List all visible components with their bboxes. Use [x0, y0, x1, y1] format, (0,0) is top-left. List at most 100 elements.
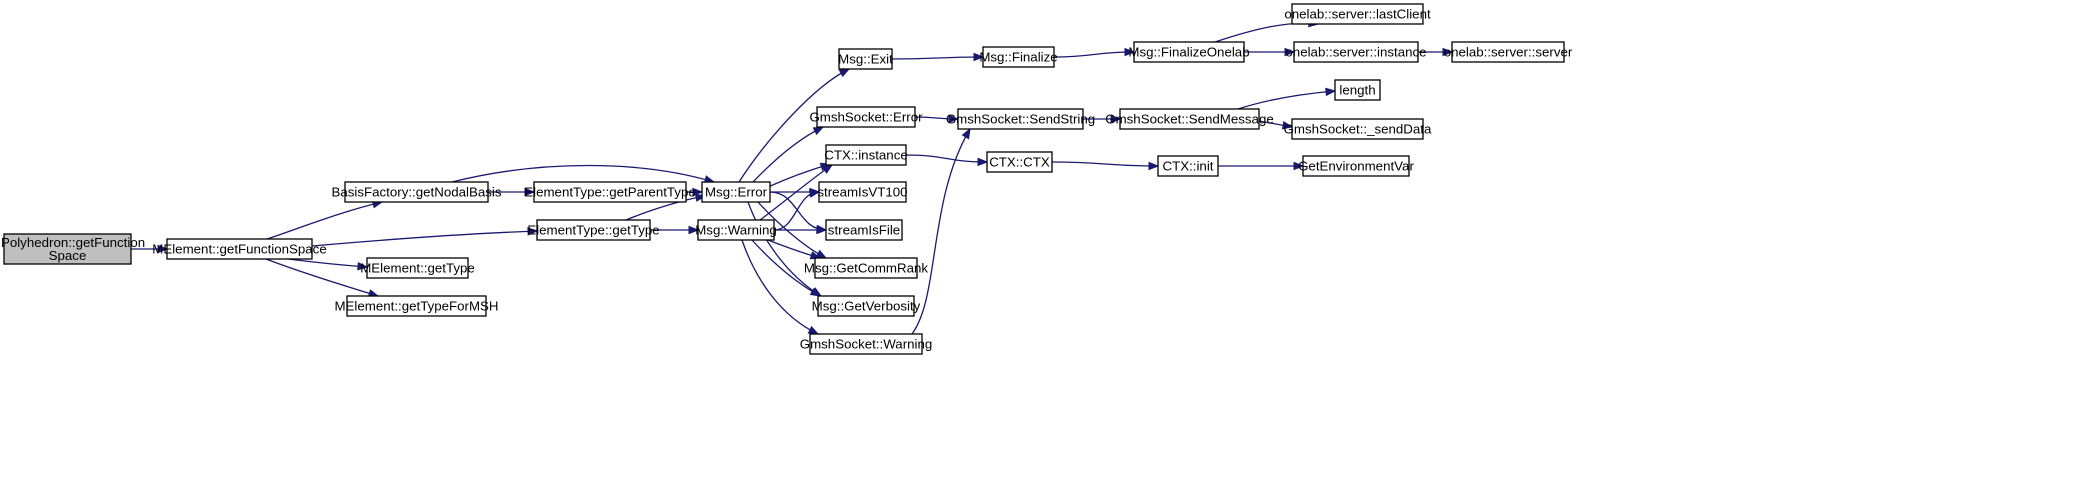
node-getCommRank[interactable]: Msg::GetCommRank [804, 257, 928, 279]
node-getNodalBasis[interactable]: BasisFactory::getNodalBasis [332, 181, 502, 203]
node-label: onelab::server::server [1444, 45, 1573, 60]
edge-arrowhead [812, 126, 825, 136]
edge-gsError-to-sendString [914, 114, 960, 124]
node-getEnvVar[interactable]: GetEnvironmentVar [1298, 155, 1414, 177]
edge-getFunctionSpace-to-etGetType [311, 227, 539, 247]
node-label: Msg::GetVerbosity [812, 299, 921, 314]
node-gsWarning[interactable]: GmshSocket::Warning [800, 333, 933, 355]
edge-sendString-to-sendMessage [1082, 114, 1122, 124]
edge-arrowhead [1124, 47, 1136, 57]
node-label: MElement::getTypeForMSH [334, 299, 498, 314]
node-label: GetEnvironmentVar [1298, 159, 1414, 174]
node-ctxInstance[interactable]: CTX::instance [824, 144, 908, 166]
node-gsError[interactable]: GmshSocket::Error [809, 106, 923, 128]
node-msgError[interactable]: Msg::Error [701, 181, 771, 203]
edge-msgWarning-to-streamIsFile [773, 225, 828, 235]
node-label: CTX::init [1163, 159, 1214, 174]
node-label: CTX::CTX [989, 155, 1050, 170]
node-label: streamIsVT100 [817, 185, 907, 200]
node-ctxCtor[interactable]: CTX::CTX [986, 151, 1053, 173]
edge-arrowhead [807, 325, 820, 335]
node-msgWarning[interactable]: Msg::Warning [695, 219, 777, 241]
edges-layer [131, 18, 1454, 335]
edge-serverInstance-to-serverServer [1418, 47, 1454, 57]
node-serverInstance[interactable]: onelab::server::instance [1285, 41, 1427, 63]
node-finalizeOnelab[interactable]: Msg::FinalizeOnelab [1128, 41, 1250, 63]
edge-line [741, 239, 819, 335]
node-getParentType[interactable]: ElementType::getParentType [524, 181, 696, 203]
node-ctxInit[interactable]: CTX::init [1157, 155, 1219, 177]
edge-ctxCtor-to-ctxInit [1051, 161, 1160, 171]
edge-line [1237, 90, 1336, 110]
node-label: length [1339, 83, 1375, 98]
node-label: Msg::Error [705, 185, 768, 200]
edge-msgExit-to-msgFinalize [891, 52, 985, 62]
node-label: MPolyhedron::getFunction [0, 235, 145, 250]
node-label: GmshSocket::_sendData [1284, 122, 1432, 137]
node-box [533, 181, 687, 203]
edge-msgWarning-to-streamIsVT100 [773, 189, 821, 231]
node-label: Msg::GetCommRank [804, 261, 928, 276]
edge-line [738, 68, 850, 183]
node-melemGetType[interactable]: MElement::getType [360, 257, 475, 279]
node-getFunctionSpace[interactable]: MElement::getFunctionSpace [152, 238, 327, 260]
node-sendData[interactable]: GmshSocket::_sendData [1284, 118, 1432, 140]
node-label: GmshSocket::SendString [946, 112, 1095, 127]
edge-arrowhead [1442, 47, 1454, 57]
edge-arrowhead [973, 52, 985, 62]
node-box [1119, 108, 1260, 130]
node-etGetType[interactable]: ElementType::getType [527, 219, 660, 241]
node-box [3, 233, 132, 265]
edge-arrowhead [821, 164, 834, 174]
node-box [166, 238, 313, 260]
edge-getFunctionSpace-to-melemGetType [287, 258, 369, 271]
node-box [814, 257, 918, 279]
edge-line [311, 230, 538, 247]
edge-etGetType-to-msgWarning [649, 225, 700, 235]
edge-line [905, 154, 988, 163]
node-serverServer[interactable]: onelab::server::server [1444, 41, 1573, 63]
node-lastClient[interactable]: onelab::server::lastClient [1284, 3, 1431, 25]
node-box [825, 144, 907, 166]
edge-line [747, 201, 822, 297]
edge-arrowhead [838, 68, 851, 78]
node-root[interactable]: MPolyhedron::getFunctionSpace [0, 233, 145, 265]
node-box [1157, 155, 1219, 177]
node-box [817, 295, 915, 317]
node-label: Space [49, 248, 87, 263]
edge-line [911, 128, 971, 335]
node-box [1451, 41, 1565, 63]
node-label: CTX::instance [824, 148, 908, 163]
node-sendString[interactable]: GmshSocket::SendString [946, 108, 1095, 130]
edge-msgWarning-to-getVerbosity [751, 239, 822, 297]
edge-arrowhead [977, 157, 989, 167]
node-box [701, 181, 771, 203]
edge-ctxInit-to-getEnvVar [1218, 161, 1305, 171]
node-getTypeForMSH[interactable]: MElement::getTypeForMSH [334, 295, 499, 317]
edge-arrowhead [1325, 87, 1337, 97]
node-getVerbosity[interactable]: Msg::GetVerbosity [812, 295, 921, 317]
node-label: Msg::FinalizeOnelab [1128, 45, 1249, 60]
edge-arrowhead [808, 189, 821, 198]
node-label: MElement::getType [360, 261, 475, 276]
edge-getFunctionSpace-to-getNodalBasis [266, 200, 384, 240]
edge-line [1051, 161, 1159, 167]
node-sendMessage[interactable]: GmshSocket::SendMessage [1105, 108, 1274, 130]
node-box [697, 219, 775, 241]
node-streamIsFile[interactable]: streamIsFile [825, 219, 903, 241]
edge-ctxInstance-to-ctxCtor [905, 154, 989, 167]
node-msgExit[interactable]: Msg::Exit [838, 48, 893, 70]
node-msgFinalize[interactable]: Msg::Finalize [979, 46, 1058, 68]
node-box [957, 108, 1084, 130]
node-label: GmshSocket::Warning [800, 337, 933, 352]
node-box [366, 257, 469, 279]
node-label: onelab::server::lastClient [1284, 7, 1431, 22]
node-label: ElementType::getParentType [524, 185, 695, 200]
node-streamIsVT100[interactable]: streamIsVT100 [817, 181, 908, 203]
node-length[interactable]: length [1334, 79, 1381, 101]
node-label: ElementType::getType [527, 223, 659, 238]
node-label: streamIsFile [828, 223, 900, 238]
edge-arrowhead [157, 244, 169, 254]
